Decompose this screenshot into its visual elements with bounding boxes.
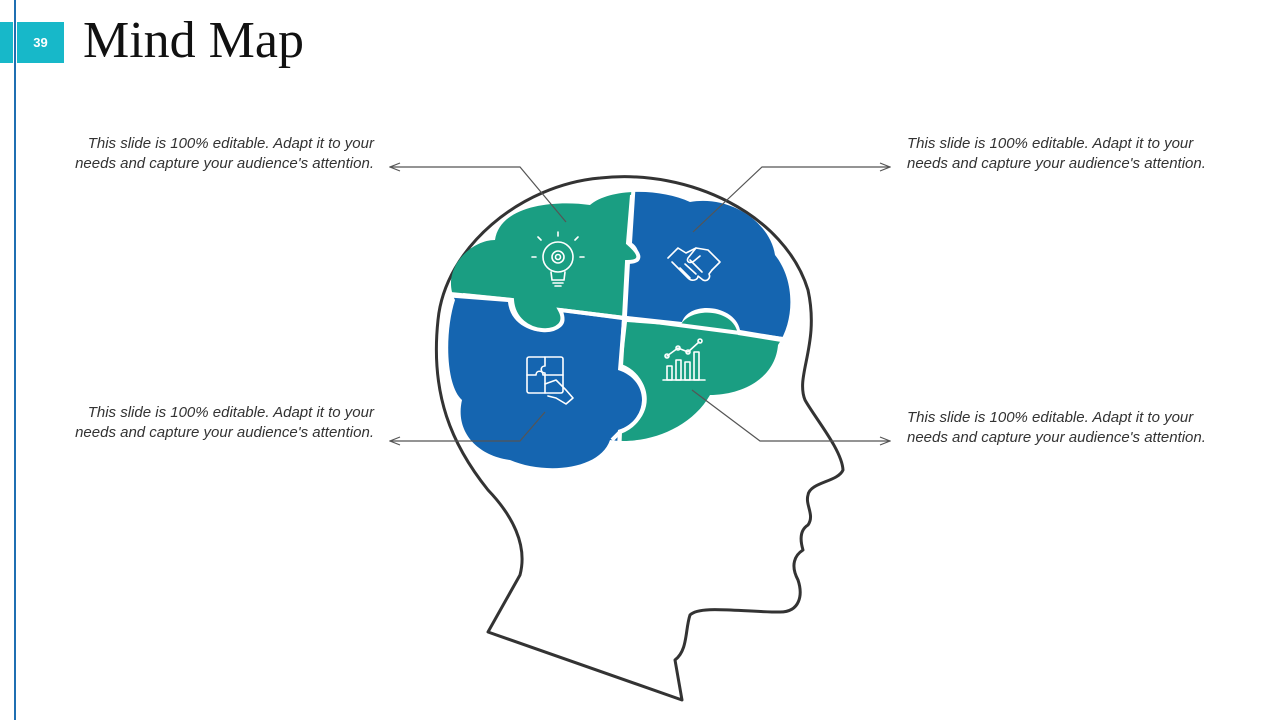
- callout-bottom-left: This slide is 100% editable. Adapt it to…: [75, 404, 374, 441]
- callout-top-left: This slide is 100% editable. Adapt it to…: [75, 135, 374, 172]
- slide-number: 39: [17, 22, 64, 63]
- lightbulb-gear-icon: [531, 231, 585, 287]
- connector-bottom-right: [691, 389, 890, 441]
- slide-number-badge: 39: [0, 22, 64, 63]
- connector-top-right: [692, 167, 890, 233]
- growth-chart-icon: [662, 338, 706, 381]
- puzzle-hand-icon: [526, 356, 574, 405]
- page-title: Mind Map: [83, 12, 304, 69]
- handshake-icon: [667, 247, 721, 282]
- left-rule: [14, 0, 16, 720]
- connector-top-left: [390, 167, 567, 223]
- connector-bottom-left: [390, 411, 546, 441]
- callout-bottom-right: This slide is 100% editable. Adapt it to…: [907, 409, 1206, 446]
- head-outline: [434, 175, 845, 702]
- brain-piece-bottom-left: [448, 296, 642, 469]
- badge-strip: [0, 22, 13, 63]
- callout-top-right: This slide is 100% editable. Adapt it to…: [907, 135, 1206, 172]
